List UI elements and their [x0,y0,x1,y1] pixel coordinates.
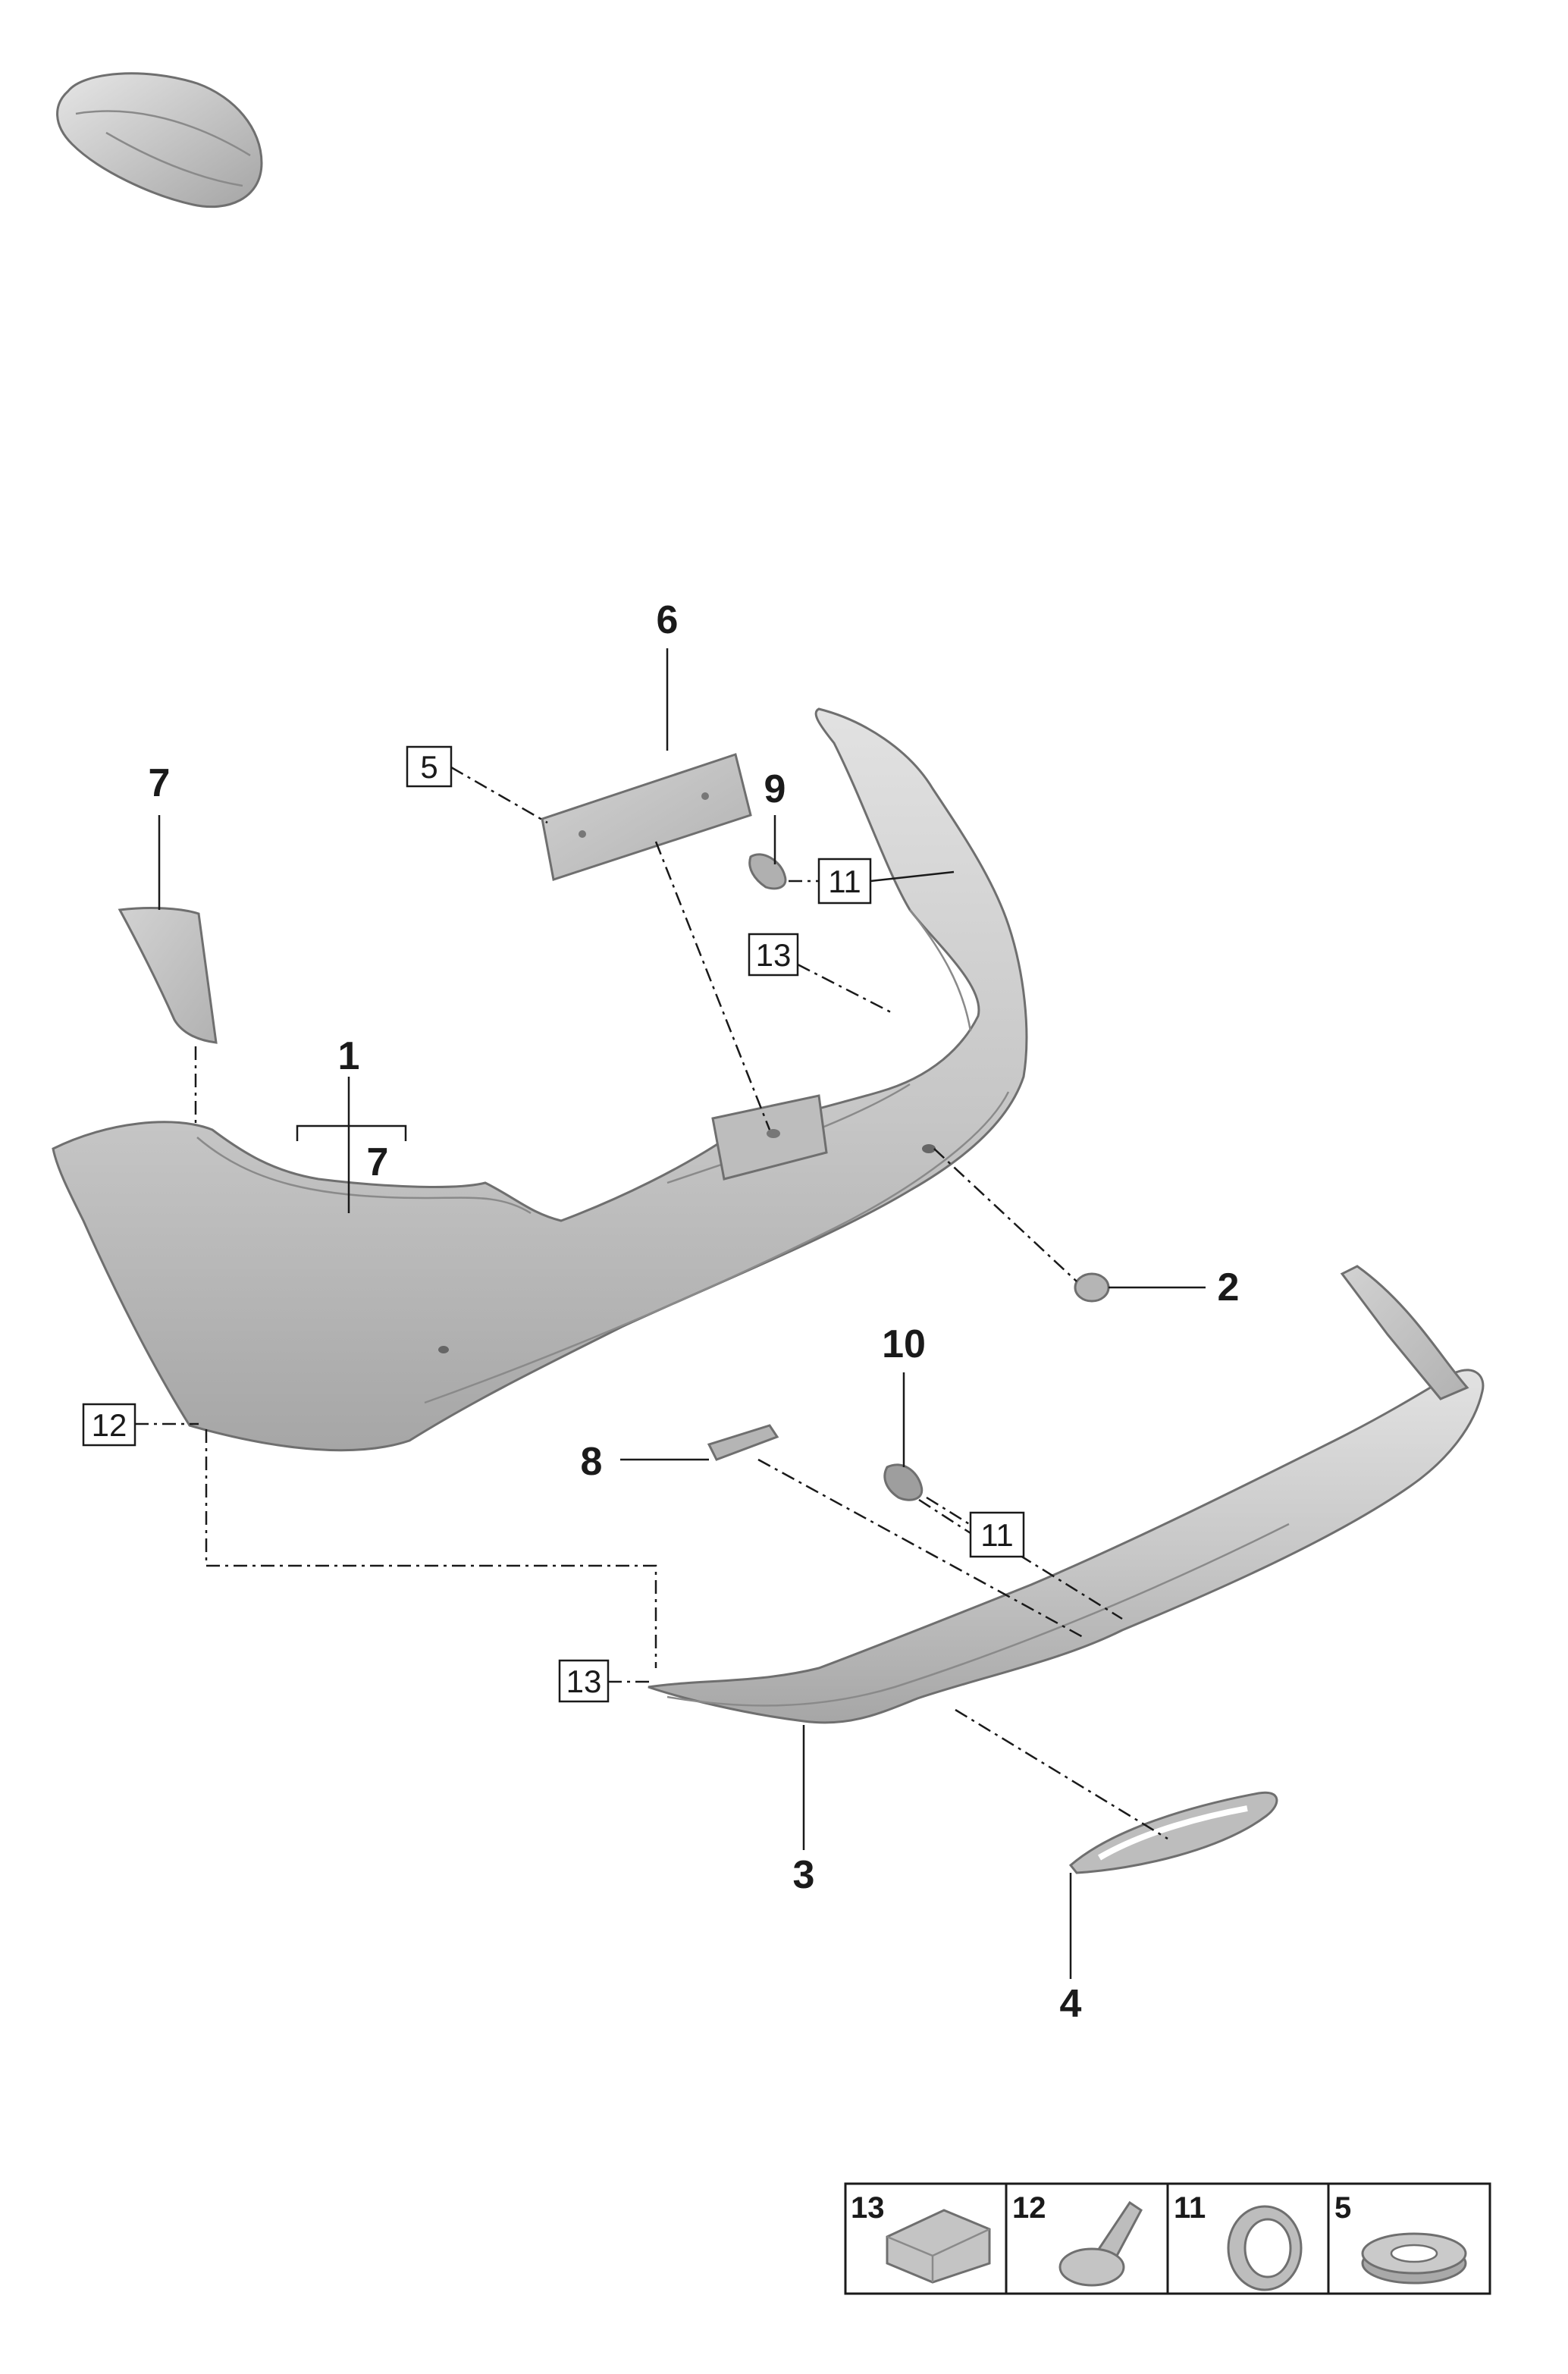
svg-text:11: 11 [980,1517,1014,1553]
legend-item-11: 11 [1174,2191,1303,2291]
legend-item-13: 13 [851,2191,991,2284]
svg-text:13: 13 [851,2191,885,2225]
legend-item-5: 5 [1334,2191,1467,2285]
callout-7-bracket: 7 [367,1140,389,1184]
ref-box-12: 12 [82,1403,136,1447]
leader-lines [135,648,1206,1979]
rear-diffuser [648,1265,1485,1724]
ref-box-11-top: 11 [817,858,872,905]
svg-text:11: 11 [828,864,861,899]
ref-box-13-bottom: 13 [558,1659,610,1703]
parking-sensor-lower-icon [883,1463,924,1501]
tow-hook-cap [1074,1272,1110,1303]
exhaust-trim-ring [1068,1791,1278,1874]
washer-icon [1361,2232,1467,2285]
callout-10: 10 [882,1322,926,1366]
sensor-ring-icon [1227,2205,1303,2291]
svg-text:12: 12 [1012,2191,1046,2225]
callout-3: 3 [793,1853,815,1897]
callout-8: 8 [581,1440,603,1484]
clip-nut-icon [886,2209,991,2284]
ref-box-13-top: 13 [748,933,799,977]
parking-sensor-upper-icon [748,853,787,890]
vehicle-thumbnail-icon [56,72,263,209]
callout-4: 4 [1060,1982,1082,2026]
svg-text:13: 13 [756,937,792,973]
callout-1: 1 [338,1034,360,1078]
legend-item-12: 12 [1012,2191,1143,2287]
svg-text:5: 5 [420,749,437,785]
fastener-legend: 13 12 11 5 [844,2182,1491,2295]
svg-text:13: 13 [566,1664,602,1699]
svg-text:11: 11 [1174,2191,1206,2225]
callout-7: 7 [149,761,171,805]
rear-reflector [707,1424,779,1461]
svg-text:12: 12 [92,1407,127,1443]
ref-box-5: 5 [406,745,453,788]
svg-text:5: 5 [1334,2191,1351,2225]
rear-bumper-cover [52,707,1028,1452]
callout-2: 2 [1218,1265,1240,1309]
ref-box-11-bottom: 11 [969,1511,1025,1558]
callout-9: 9 [764,767,786,811]
license-plate-carrier [541,753,752,881]
callout-6: 6 [657,598,679,642]
expanding-rivet-icon [1058,2200,1143,2287]
corner-trim-panel [118,907,218,1044]
